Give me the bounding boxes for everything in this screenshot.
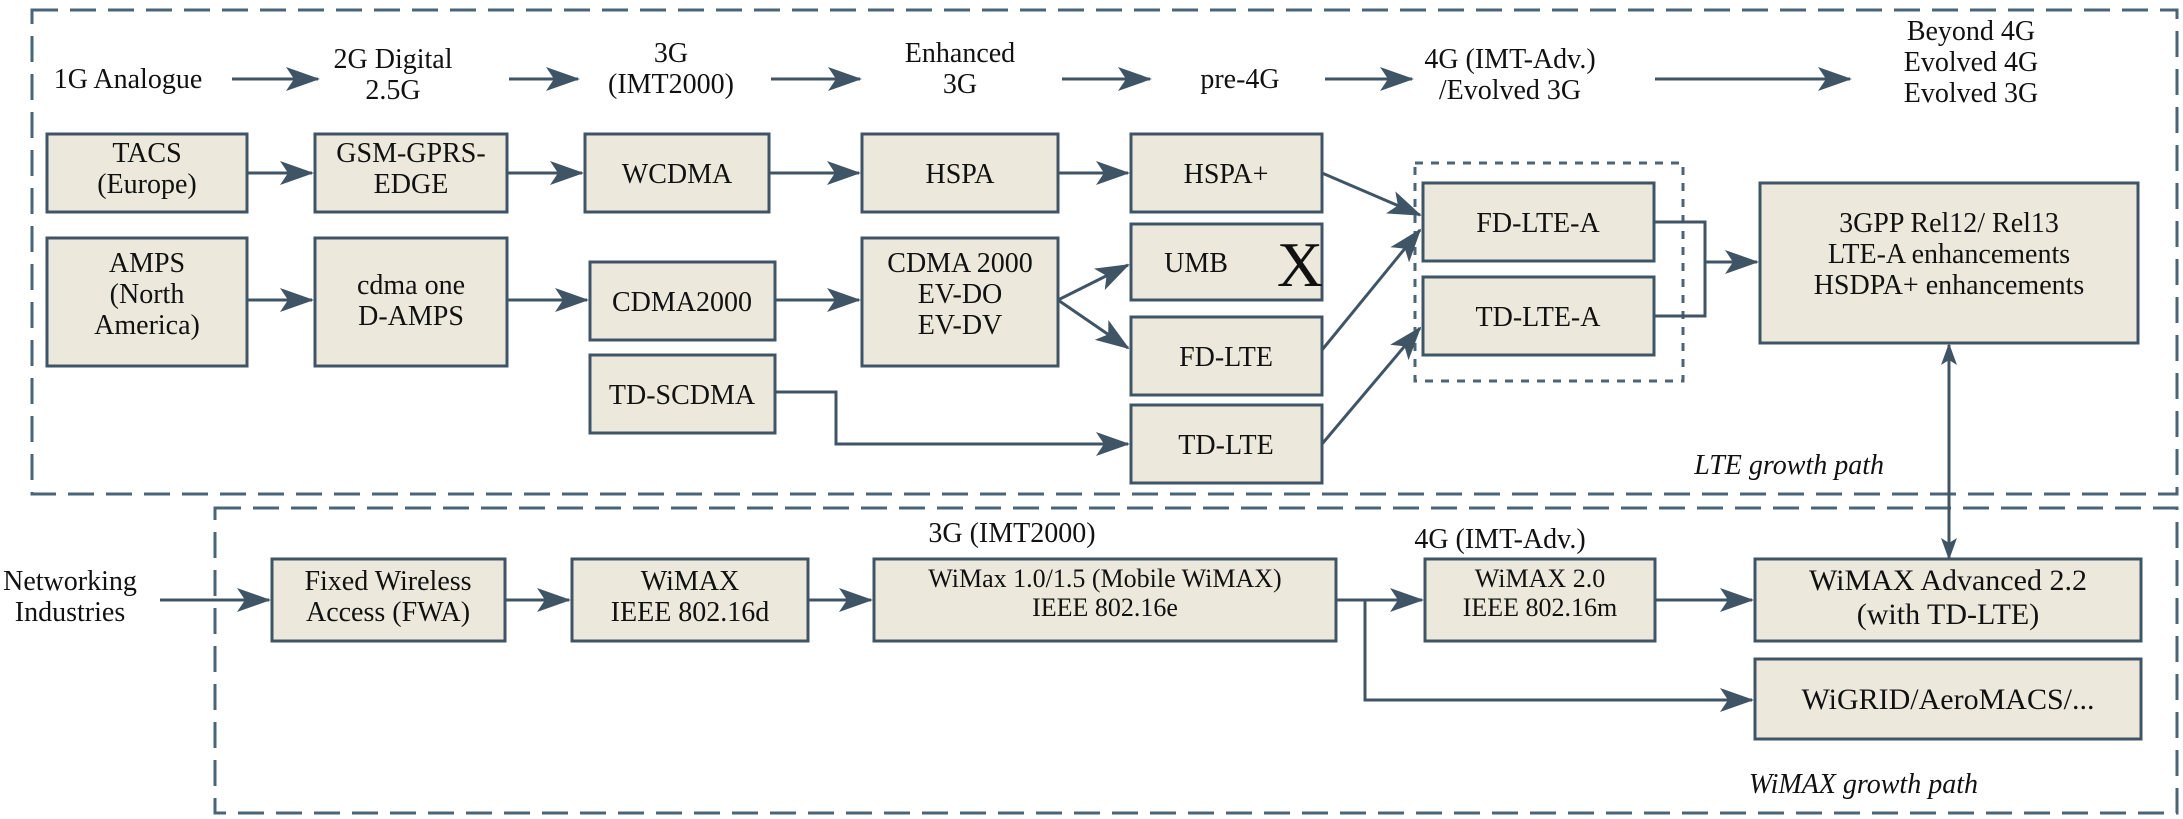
wimax-adv22-box: [1753, 557, 2143, 643]
wimax-4g-header: 4G (IMT-Adv.): [1414, 524, 1585, 555]
wigrid-box: [1753, 657, 2143, 741]
hspa-label: HSPA: [925, 159, 995, 190]
lte-growth-path-label: LTE growth path: [1693, 450, 1884, 481]
cdma2000-label: CDMA2000: [612, 287, 752, 318]
gen-1g-label: 1G Analogue: [54, 64, 203, 95]
wimax-node-boxes: [270, 557, 2143, 741]
lte-a-group-frame: [1413, 161, 1685, 383]
gsm-box: [313, 132, 509, 214]
tdlte-label: TD-LTE: [1178, 430, 1273, 461]
tdlte-box: [1129, 403, 1324, 485]
lte-region-frame: [30, 8, 2179, 496]
wigrid-label: WiGRID/AeroMACS/...: [1802, 683, 2095, 716]
gen-pre-4g-label: pre-4G: [1200, 64, 1279, 95]
umb-label: UMB: [1164, 248, 1228, 279]
tacs-box: [45, 132, 249, 214]
umb-discontinued-mark: X: [1277, 229, 1323, 300]
wimax-connectors: [160, 588, 1754, 712]
fwa-box: [270, 557, 507, 643]
cdmaone-box: [313, 236, 509, 368]
fdltea-label: FD-LTE-A: [1476, 208, 1600, 239]
umb-box: [1129, 222, 1324, 302]
tdltea-label: TD-LTE-A: [1476, 302, 1602, 333]
wcdma-box: [583, 132, 771, 214]
lte-connectors: [247, 161, 1759, 456]
fdlte-label: FD-LTE: [1179, 342, 1273, 373]
tdscdma-box: [588, 353, 777, 435]
lte-node-boxes: [45, 132, 2140, 485]
hspa-box: [860, 132, 1060, 214]
wimax-adv22-label: WiMAX Advanced 2.2(with TD-LTE): [1809, 564, 2087, 631]
wcdma-label: WCDMA: [622, 159, 733, 190]
wimax-m-box: [1423, 557, 1657, 643]
tdscdma-label: TD-SCDMA: [609, 380, 756, 411]
tacs-label: TACS(Europe): [97, 138, 197, 200]
gen-3g-label: 3G(IMT2000): [608, 38, 734, 100]
wimax-e-label: WiMax 1.0/1.5 (Mobile WiMAX)IEEE 802.16e: [928, 564, 1281, 622]
gen-4g-label: 4G (IMT-Adv.)/Evolved 3G: [1424, 44, 1595, 106]
hspaplus-box: [1129, 132, 1324, 214]
hspaplus-label: HSPA+: [1184, 159, 1269, 190]
evdo-box: [860, 236, 1060, 368]
wimax-3g-header: 3G (IMT2000): [928, 518, 1095, 549]
amps-box: [45, 236, 249, 368]
fdlte-box: [1129, 315, 1324, 397]
rel12-box: [1758, 181, 2140, 345]
wimax-growth-path-label: WiMAX growth path: [1749, 769, 1978, 800]
gsm-label: GSM-GPRS-EDGE: [336, 138, 485, 200]
wimax-region-frame: [213, 506, 2179, 815]
